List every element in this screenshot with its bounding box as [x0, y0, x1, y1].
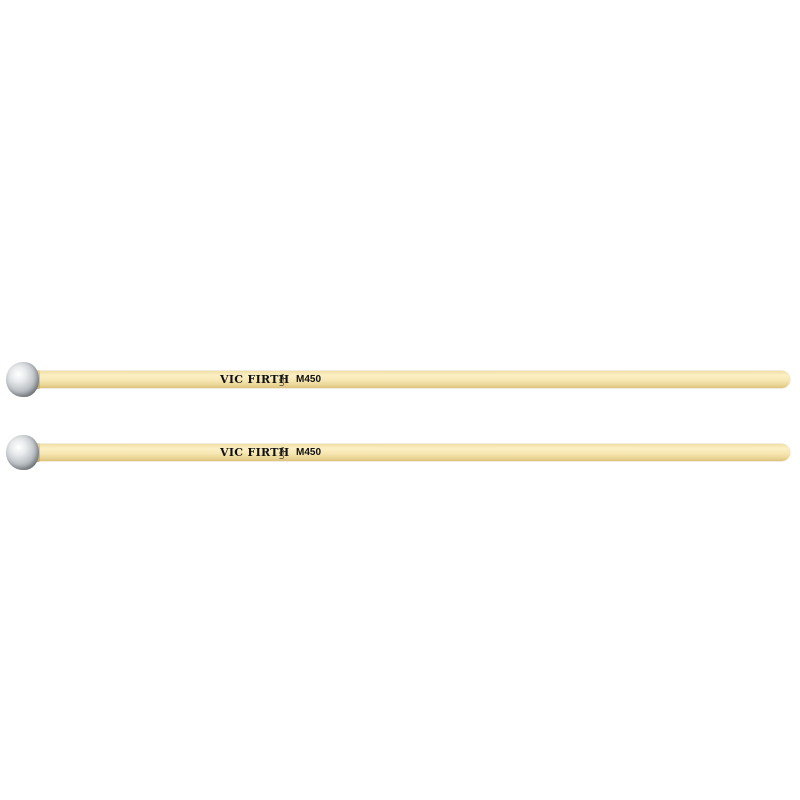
origin-imprint: USA: [279, 373, 286, 387]
mallet-shaft: [28, 444, 790, 461]
origin-imprint: USA: [279, 446, 286, 460]
model-imprint: M450: [296, 447, 322, 458]
brand-imprint: VIC FIRTH: [220, 446, 290, 459]
brand-imprint: VIC FIRTH: [220, 373, 290, 386]
mallet-shaft: [28, 371, 790, 388]
mallet-head: [6, 435, 39, 470]
mallet-head: [6, 362, 39, 397]
model-imprint: M450: [296, 374, 322, 385]
mallet: VIC FIRTH USA M450: [0, 360, 800, 400]
mallet: VIC FIRTH USA M450: [0, 433, 800, 473]
